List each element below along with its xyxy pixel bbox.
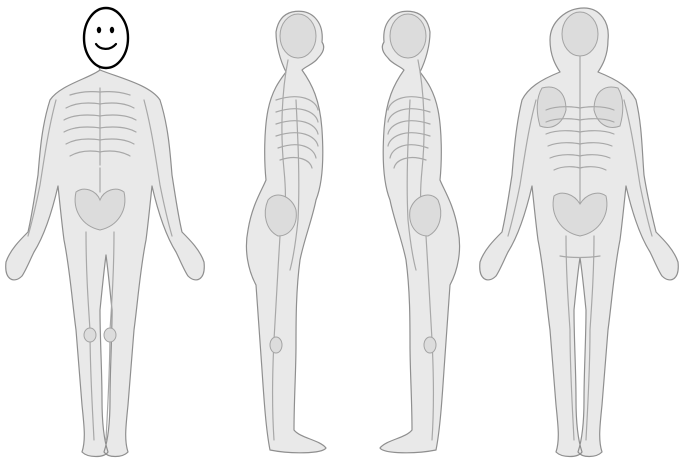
front-head-outline	[84, 8, 128, 68]
figure-front	[6, 8, 205, 457]
left-eye	[97, 27, 101, 33]
right-eye	[110, 27, 114, 33]
front-body-outline	[6, 42, 205, 457]
smiley-face-marker	[84, 8, 128, 68]
figure-side-right	[246, 11, 326, 452]
figure-side-left	[380, 11, 460, 452]
back-skeleton	[508, 12, 652, 440]
figure-back	[480, 8, 679, 457]
